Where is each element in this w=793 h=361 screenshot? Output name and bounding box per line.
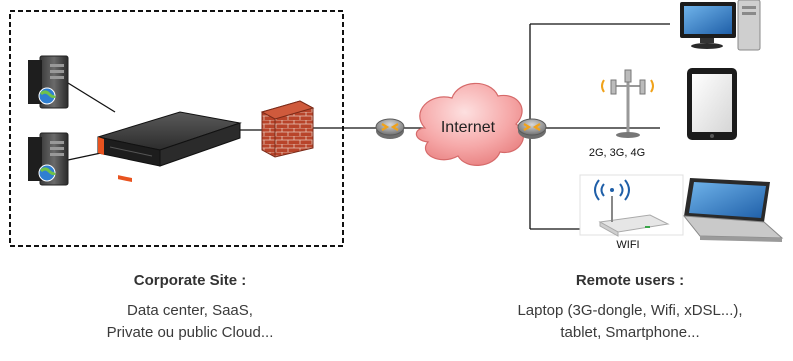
router-left-icon [375,118,405,139]
remote-users-line-1: Laptop (3G-dongle, Wifi, xDSL...), [517,302,743,319]
router-right-icon [517,118,547,139]
wifi-label: WIFI [616,239,639,251]
server-1-icon [28,55,69,109]
corporate-site-line-2: Private ou public Cloud... [106,324,274,341]
remote-users-caption: Remote users : Laptop (3G-dongle, Wifi, … [465,271,793,344]
internet-label: Internet [441,119,496,136]
wifi-router-icon: WIFI [579,174,684,251]
mobile-network-label: 2G, 3G, 4G [589,147,645,159]
firewall-icon [260,100,315,158]
cell-tower-icon: 2G, 3G, 4G [589,69,654,159]
corporate-site-line-1: Data center, SaaS, [127,302,253,319]
tablet-icon [687,68,737,140]
corporate-site-title: Corporate Site : [133,272,247,289]
remote-users-title: Remote users : [575,272,685,289]
security-appliance-icon [97,111,242,183]
corporate-site-caption: Corporate Site : Data center, SaaS, Priv… [40,271,340,344]
remote-users-line-2: tablet, Smartphone... [560,324,700,341]
desktop-computer-icon [680,0,761,51]
laptop-icon [682,178,784,242]
server-2-icon [28,132,69,186]
internet-cloud: Internet [415,82,525,166]
